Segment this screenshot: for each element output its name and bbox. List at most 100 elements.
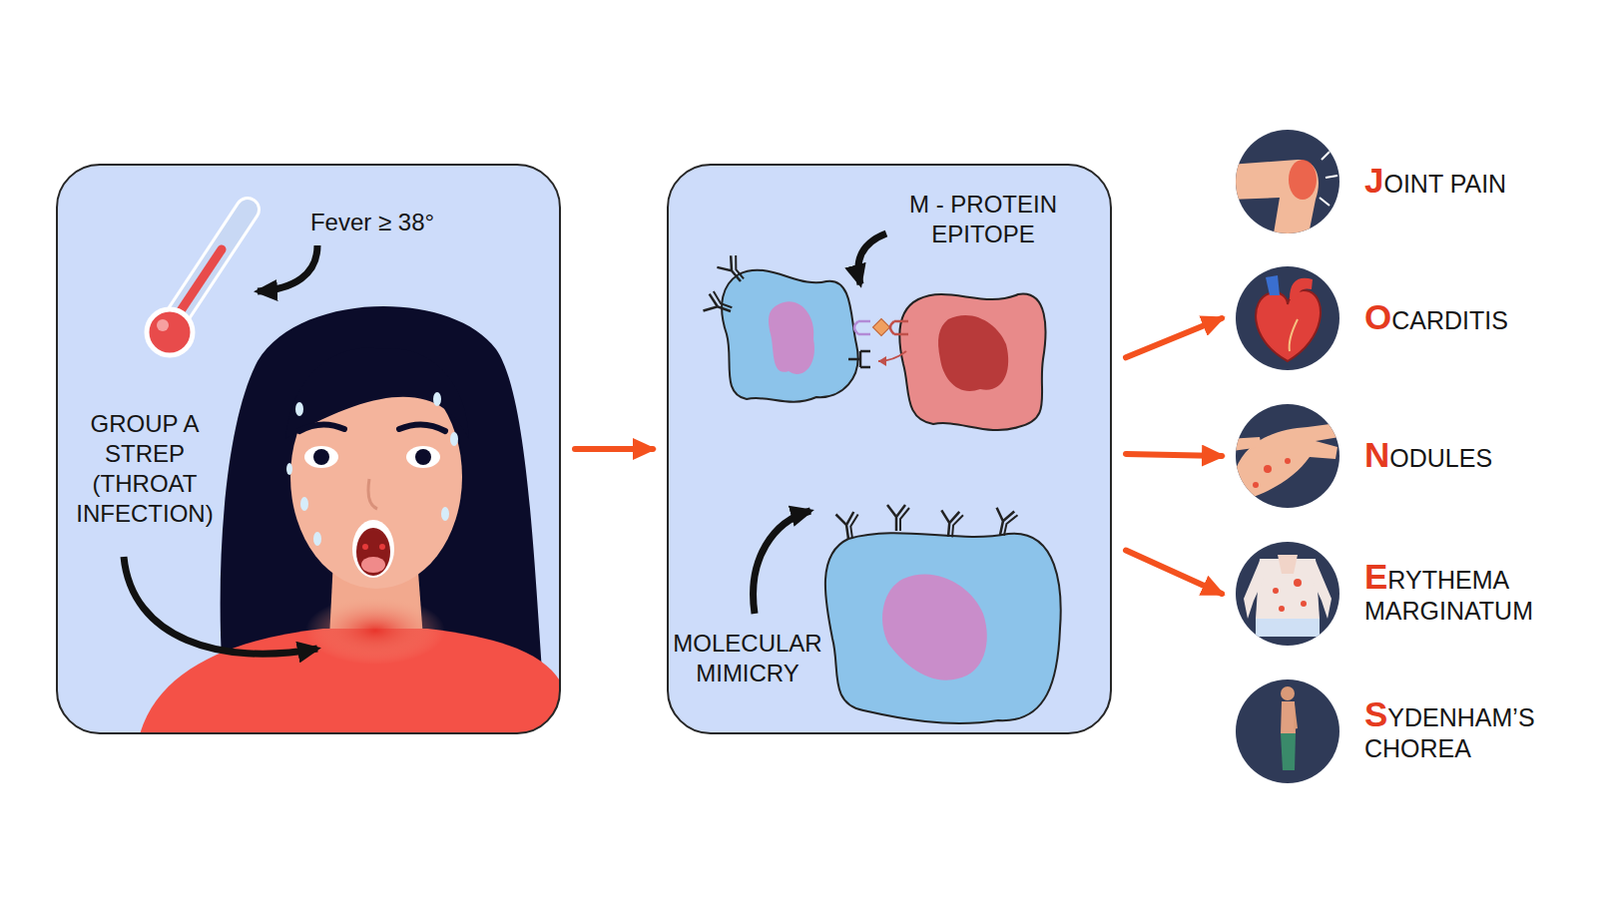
patient-figure — [286, 392, 459, 546]
criterion-label: SYDENHAM’S CHOREA — [1364, 698, 1577, 765]
hand-icon — [1263, 465, 1272, 474]
patient-figure — [362, 543, 369, 550]
patient-figure — [406, 446, 441, 469]
panel-box: M - PROTEIN EPITOPEMOLECULAR MIMICRY — [666, 163, 1112, 735]
person-icon — [1235, 679, 1340, 784]
person-icon — [1280, 686, 1295, 701]
hand-icon — [1235, 423, 1340, 500]
receptor-binding — [873, 319, 891, 337]
body-icon — [1311, 560, 1332, 619]
patient-figure — [299, 424, 345, 432]
patient-figure — [368, 479, 378, 510]
heart-icon — [1289, 319, 1298, 352]
b-cell — [825, 505, 1062, 724]
body-icon — [1293, 578, 1302, 587]
body-icon — [1243, 560, 1264, 619]
patient-figure — [433, 392, 442, 407]
b-cell — [835, 511, 861, 540]
criterion-label: JOINT PAIN — [1364, 164, 1577, 200]
criterion-item: JOINT PAIN — [1235, 129, 1581, 234]
hand-icon — [1229, 437, 1262, 452]
hand-icon — [1252, 482, 1259, 489]
thermometer — [146, 209, 248, 356]
person-icon — [1235, 679, 1340, 784]
body-icon — [1235, 541, 1340, 646]
patient-figure — [305, 596, 446, 665]
flow-arrow — [1125, 318, 1222, 358]
pointer-arrow — [753, 511, 811, 614]
host-cell — [938, 315, 1009, 392]
b-cell — [991, 508, 1019, 538]
heart-icon — [1235, 266, 1340, 371]
pointer-arrow — [257, 245, 318, 292]
body-icon — [1272, 587, 1279, 594]
patient-figure — [295, 402, 304, 417]
criterion-label: ERYTHEMA MARGINATUM — [1364, 560, 1577, 627]
patient-figure — [356, 528, 391, 576]
joint-icon — [1319, 151, 1338, 206]
pointer-arrow — [123, 556, 318, 654]
patient-figure — [379, 543, 386, 550]
criterion-label: OCARDITIS — [1364, 301, 1577, 337]
hand-icon — [1229, 423, 1340, 500]
heart-icon — [1235, 266, 1340, 371]
joint-icon — [1227, 151, 1338, 240]
patient-figure — [352, 520, 395, 578]
flow-arrow — [1125, 454, 1222, 457]
hand-icon — [1284, 458, 1291, 465]
patient-figure — [361, 556, 386, 573]
panel-label: Fever ≥ 38° — [287, 207, 458, 238]
hand-icon — [1229, 404, 1340, 509]
heart-icon — [1289, 278, 1313, 300]
body-icon — [1243, 554, 1332, 637]
b-cell — [887, 505, 910, 532]
b-cell — [825, 533, 1062, 724]
person-icon — [1280, 733, 1296, 771]
patient-figure — [304, 446, 339, 469]
panel-label: GROUP A STREP (THROAT INFECTION) — [69, 409, 220, 530]
panel-label: MOLECULAR MIMICRY — [662, 628, 833, 689]
body-icon — [1300, 600, 1307, 607]
criterion-item: OCARDITIS — [1235, 266, 1581, 371]
patient-figure — [441, 507, 450, 522]
joint-icon — [1227, 159, 1319, 240]
receptor-binding — [848, 351, 871, 368]
thermometer — [171, 209, 248, 325]
flow-arrow — [1125, 550, 1222, 595]
hand-icon — [1235, 404, 1340, 509]
receptor-binding — [854, 321, 871, 335]
heart-icon — [1255, 275, 1321, 362]
b-cell — [939, 510, 964, 538]
body-icon — [1235, 541, 1340, 646]
criterion-label: NODULES — [1364, 439, 1577, 475]
immune-cell — [721, 270, 858, 403]
immune-cell — [768, 301, 815, 375]
joint-icon — [1288, 159, 1317, 200]
immune-cell — [702, 253, 858, 403]
criterion-item: SYDENHAM’S CHOREA — [1235, 679, 1581, 784]
receptor-binding — [890, 321, 909, 335]
patient-figure — [450, 432, 459, 447]
pointer-arrow — [858, 233, 887, 285]
thermometer — [146, 309, 193, 356]
immune-cell — [702, 290, 735, 321]
receptor-binding — [848, 319, 909, 368]
body-icon — [1277, 554, 1298, 574]
panel-box: Fever ≥ 38° GROUP A STREP (THROAT INFECTI… — [55, 163, 561, 735]
patient-figure — [300, 497, 309, 512]
patient-figure — [286, 463, 293, 476]
criterion-item: ERYTHEMA MARGINATUM — [1235, 541, 1581, 646]
patient-figure — [313, 449, 330, 466]
body-icon — [1278, 605, 1285, 612]
flow-arrow — [574, 446, 653, 453]
host-cell — [899, 294, 1046, 432]
body-icon — [1255, 618, 1320, 637]
receptor-binding — [878, 356, 887, 367]
criterion-item: NODULES — [1235, 404, 1581, 509]
panel-label: M - PROTEIN EPITOPE — [886, 189, 1080, 250]
patient-figure — [285, 348, 470, 440]
host-cell — [899, 294, 1046, 432]
b-cell — [882, 573, 988, 680]
